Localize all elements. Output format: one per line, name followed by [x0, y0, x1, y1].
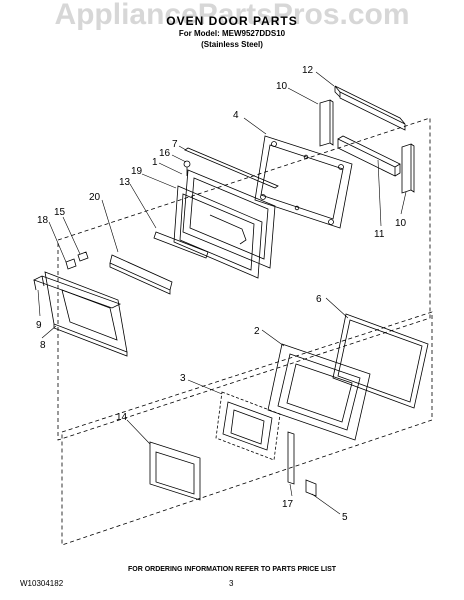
part-4-inner-panel: [254, 135, 353, 229]
leader-lines: [37, 71, 407, 515]
callout-6: 6: [316, 294, 322, 305]
callout-numbers: 12 10 4 7 16 1 19 13 20 18 15 9 8 11 10 …: [36, 65, 407, 523]
part-6-gasket: [332, 313, 429, 409]
callout-14: 14: [116, 412, 128, 423]
part-10-spacer-right: [401, 143, 415, 194]
part-1-glass-frame: [173, 169, 276, 279]
diagram-title: OVEN DOOR PARTS: [166, 14, 298, 28]
assembly-outline: [57, 117, 433, 546]
callout-10: 10: [276, 81, 288, 92]
part-7-bracket: [184, 147, 279, 189]
callout-19: 19: [131, 166, 143, 177]
part-11-bottom-trim: [337, 135, 401, 177]
document-number: W10304182: [20, 579, 64, 588]
part-2-inner-liner: [267, 343, 371, 441]
callout-13: 13: [119, 177, 131, 188]
callout-12: 12: [302, 65, 314, 76]
finish-line: (Stainless Steel): [201, 40, 263, 49]
ordering-note: FOR ORDERING INFORMATION REFER TO PARTS …: [127, 566, 337, 573]
part-13-panel: [153, 231, 209, 259]
callout-15: 15: [54, 207, 66, 218]
callout-16: 16: [159, 148, 171, 159]
callout-9: 9: [36, 320, 42, 331]
callout-8: 8: [40, 340, 46, 351]
callout-4: 4: [233, 110, 239, 121]
callout-18: 18: [37, 215, 49, 226]
callout-2: 2: [254, 326, 260, 337]
callout-11: 11: [374, 229, 385, 240]
part-5-bracket: [305, 479, 317, 497]
callout-3: 3: [180, 373, 186, 384]
part-10-spacer-left: [319, 99, 334, 147]
part-12-top-trim: [334, 85, 406, 131]
callout-17: 17: [282, 499, 294, 510]
part-3-inner-glass: [215, 391, 281, 461]
callout-20: 20: [89, 192, 101, 203]
part-18-fitting: [65, 258, 77, 270]
part-15-fitting: [77, 251, 89, 262]
callout-10-right: 10: [395, 218, 407, 229]
callout-1: 1: [152, 157, 158, 168]
model-line: For Model: MEW9527DDS10: [178, 29, 286, 38]
part-17-hinge-strip: [287, 431, 295, 485]
watermark: AppliancePartsPros.com: [54, 0, 410, 31]
part-14-lower-panel: [149, 441, 201, 501]
callout-5: 5: [342, 512, 348, 523]
part-8-outer-door: [44, 271, 128, 357]
page-number: 3: [229, 579, 234, 588]
part-16-screw: [183, 160, 191, 176]
callout-7: 7: [172, 139, 178, 150]
part-20-bar: [109, 254, 173, 295]
part-9-handle: [32, 275, 122, 309]
